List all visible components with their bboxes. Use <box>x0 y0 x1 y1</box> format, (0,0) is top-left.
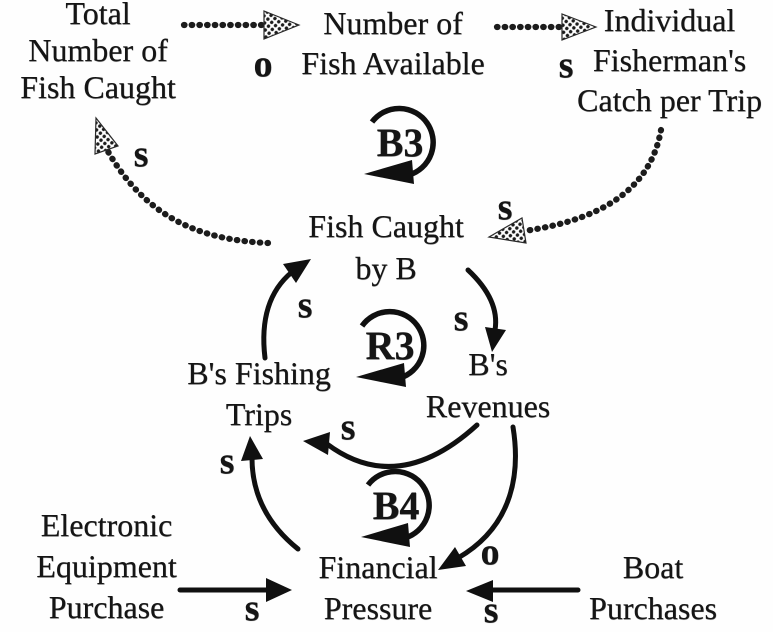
node-boat-purchases: Boat Purchases <box>563 547 743 629</box>
node-line: Catch per Trip <box>577 82 762 118</box>
node-fish-available: Number of Fish Available <box>293 3 493 83</box>
node-line: by B <box>355 250 417 286</box>
arrow-equipment-to-pressure <box>177 578 292 602</box>
polarity-equipment-to-pressure: s <box>244 587 260 629</box>
node-individual-catch: Individual Fisherman's Catch per Trip <box>566 0 773 120</box>
arrow-trips-to-fishcaught <box>261 259 311 361</box>
polarity-fishcaught-to-revenues: s <box>453 297 469 339</box>
loop-label-b4: B4 <box>372 483 420 528</box>
node-line: Number of <box>323 5 463 41</box>
loop-label-b3: B3 <box>376 120 424 165</box>
dotted-arrow-total-to-available <box>180 10 301 40</box>
node-electronic-equipment: Electronic Equipment Purchase <box>10 505 203 628</box>
loop-r3-arrow <box>356 308 427 387</box>
polarity-revenues-to-pressure: o <box>480 531 500 573</box>
dotted-arrow-catch-to-fishcaught <box>487 126 665 244</box>
arrow-revenues-to-pressure <box>438 424 518 570</box>
node-bs-revenues: B's Revenues <box>398 343 578 427</box>
arrow-fishcaught-to-revenues <box>465 267 506 352</box>
node-line: Purchase <box>48 589 165 625</box>
polarity-boats-to-pressure: s <box>483 589 499 631</box>
node-line: Equipment <box>36 548 177 584</box>
polarity-revenues-to-trips: s <box>340 406 356 448</box>
arrow-revenues-to-trips <box>303 422 480 469</box>
node-line: Individual <box>603 2 736 38</box>
node-line: B's <box>468 346 508 382</box>
node-bs-fishing-trips: B's Fishing Trips <box>164 353 354 435</box>
node-line: Fish Caught <box>308 208 464 244</box>
node-line: Financial <box>318 549 438 585</box>
node-line: Fisherman's <box>592 42 747 78</box>
polarity-trips-to-fishcaught: s <box>297 284 313 326</box>
polarity-fishcaught-to-total: s <box>133 133 149 175</box>
node-line: Trips <box>225 396 293 432</box>
node-line: Pressure <box>323 590 433 626</box>
node-line: Electronic <box>40 507 173 543</box>
node-line: Fish Caught <box>20 69 176 105</box>
loop-b3-arrow <box>364 105 436 184</box>
node-line: B's Fishing <box>187 355 331 391</box>
node-line: Purchases <box>589 590 717 626</box>
polarity-total-to-available: o <box>253 43 273 85</box>
polarity-pressure-to-trips: s <box>219 440 235 482</box>
node-line: Total <box>65 0 131 31</box>
loop-label-r3: R3 <box>365 323 415 368</box>
node-fish-caught-by-b: Fish Caught by B <box>296 205 476 289</box>
polarity-available-to-catch: s <box>558 44 574 86</box>
node-line: Boat <box>622 549 684 585</box>
arrow-boats-to-pressure <box>466 580 581 602</box>
node-line: Fish Available <box>301 45 485 81</box>
node-line: Revenues <box>425 388 551 424</box>
polarity-catch-to-fishcaught: s <box>497 186 513 228</box>
dotted-arrow-fishcaught-to-total <box>94 116 272 247</box>
node-line: Number of <box>28 32 168 68</box>
dotted-arrow-available-to-catch <box>493 13 598 41</box>
loop-b4-arrow <box>361 468 432 547</box>
arrow-pressure-to-trips <box>241 436 301 552</box>
node-total-fish-caught: Total Number of Fish Caught <box>0 0 198 106</box>
node-financial-pressure: Financial Pressure <box>288 547 468 629</box>
